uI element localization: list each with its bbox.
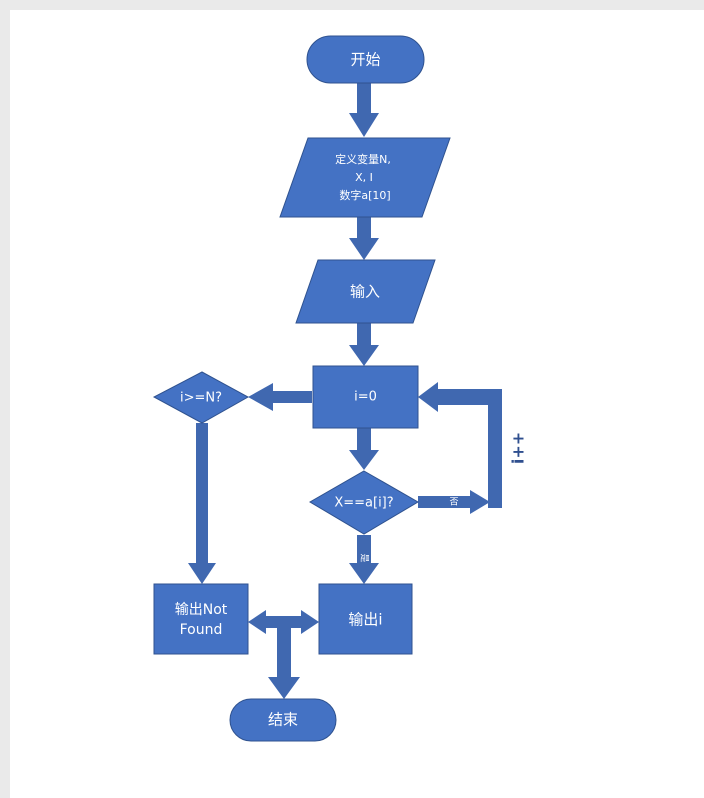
flowchart: 开始 定义变量N, X, I 数字a[10] 输入 i=0 i>=N? X==a… (152, 35, 528, 742)
arrow-init-to-compare (349, 428, 379, 470)
arrow-start-to-define (349, 83, 379, 137)
arrow-check-to-notfound (188, 423, 216, 584)
node-init-label: i=0 (354, 390, 377, 405)
arrow-init-to-check (248, 383, 312, 411)
node-output-i-label: 输出i (348, 611, 382, 629)
node-compare: X==a[i]? (309, 470, 419, 535)
node-define-line2: X, I (355, 171, 373, 184)
edge-label-yes: 是 (359, 553, 370, 562)
node-start: 开始 (306, 35, 425, 84)
edge-label-no: 否 (449, 497, 458, 508)
node-start-label: 开始 (350, 51, 380, 69)
arrow-input-to-init (349, 323, 379, 366)
arrow-compare-to-loop (418, 490, 490, 514)
node-check-bound-label: i>=N? (180, 391, 222, 406)
flowchart-canvas: 开始 定义变量N, X, I 数字a[10] 输入 i=0 i>=N? X==a… (10, 10, 704, 798)
arrow-outputs-bidirectional (248, 610, 319, 634)
node-output-i: 输出i (318, 583, 413, 655)
arrow-define-to-input (349, 216, 379, 260)
edge-label-increment: i++ (509, 432, 528, 464)
node-define-line1: 定义变量N, (335, 152, 391, 166)
node-end: 结束 (229, 698, 337, 742)
node-input-label: 输入 (350, 283, 380, 301)
arrow-compare-to-output (349, 535, 379, 584)
node-compare-label: X==a[i]? (334, 496, 393, 511)
arrow-junction-to-end (268, 628, 300, 699)
arrow-loop-back-to-init (418, 382, 502, 508)
node-output-not-found-line2: Found (180, 622, 223, 638)
node-check-bound: i>=N? (152, 371, 250, 424)
node-define-line3: 数字a[10] (339, 188, 390, 202)
node-output-not-found-line1: 输出Not (175, 602, 228, 618)
node-input: 输入 (295, 259, 436, 324)
node-end-label: 结束 (268, 711, 298, 729)
node-define: 定义变量N, X, I 数字a[10] (279, 137, 451, 218)
arrows (188, 83, 502, 699)
node-output-not-found: 输出Not Found (153, 583, 249, 655)
node-init: i=0 (312, 365, 419, 429)
